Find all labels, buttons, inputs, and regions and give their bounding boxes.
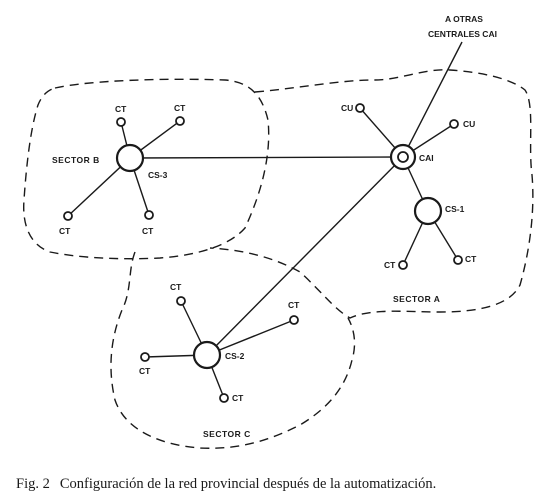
ct-node: [176, 296, 186, 306]
cs2-label: CS-2: [225, 351, 245, 361]
ct-node: [140, 352, 150, 362]
figure-number: Fig. 2: [16, 476, 50, 492]
sector-c-boundary: [110, 251, 356, 449]
ct-node: [453, 255, 463, 265]
ct-label: CT: [59, 226, 71, 236]
ct-label: CT: [139, 366, 151, 376]
cs3-node: [115, 143, 145, 173]
ct-node: [219, 393, 229, 403]
figure-caption-text: Configuración de la red provincial despu…: [59, 476, 437, 492]
cs1-label: CS-1: [445, 204, 465, 214]
sector-a-boundary: [209, 69, 534, 319]
sector-b-boundary: [23, 78, 270, 260]
cu-node: [449, 119, 459, 129]
link-cs2-cai: [206, 156, 404, 356]
ct-label: CT: [170, 282, 182, 292]
cs2-node: [192, 340, 222, 370]
link-cai-external: [402, 41, 463, 158]
cs3-label: CS-3: [148, 170, 168, 180]
ct-label: CT: [288, 300, 300, 310]
sector-b-label: SECTOR B: [52, 155, 100, 165]
external-link-label-line1: A OTRAS: [445, 14, 483, 24]
link-cs3-ct-3: [67, 157, 131, 217]
figure-caption: Fig. 2 Configuración de la red provincial…: [16, 476, 556, 493]
ct-node: [175, 116, 185, 126]
sector-c-label: SECTOR C: [203, 429, 251, 439]
ct-node: [289, 315, 299, 325]
ct-label: CT: [174, 103, 186, 113]
cu-node: [355, 103, 365, 113]
network-diagram: A OTRAS CENTRALES CAI CAI CS-1 CS-3 CS-2…: [23, 14, 534, 449]
ct-node: [144, 210, 154, 220]
ct-label: CT: [384, 260, 396, 270]
ct-node: [398, 260, 408, 270]
sector-a-label: SECTOR A: [393, 294, 440, 304]
ct-label: CT: [115, 104, 127, 114]
ct-label: CT: [465, 254, 477, 264]
link-cs2-ct-2: [206, 319, 295, 356]
ct-node: [63, 211, 73, 221]
external-link-label-line2: CENTRALES CAI: [428, 29, 497, 39]
cu-label: CU: [463, 119, 475, 129]
ct-label: CT: [232, 393, 244, 403]
link-cs3-cai: [129, 156, 404, 159]
cai-label: CAI: [419, 153, 434, 163]
ct-label: CT: [142, 226, 154, 236]
cu-label: CU: [341, 103, 353, 113]
cai-node-inner: [397, 151, 409, 163]
cs1-node: [413, 196, 443, 226]
ct-node: [116, 117, 126, 127]
